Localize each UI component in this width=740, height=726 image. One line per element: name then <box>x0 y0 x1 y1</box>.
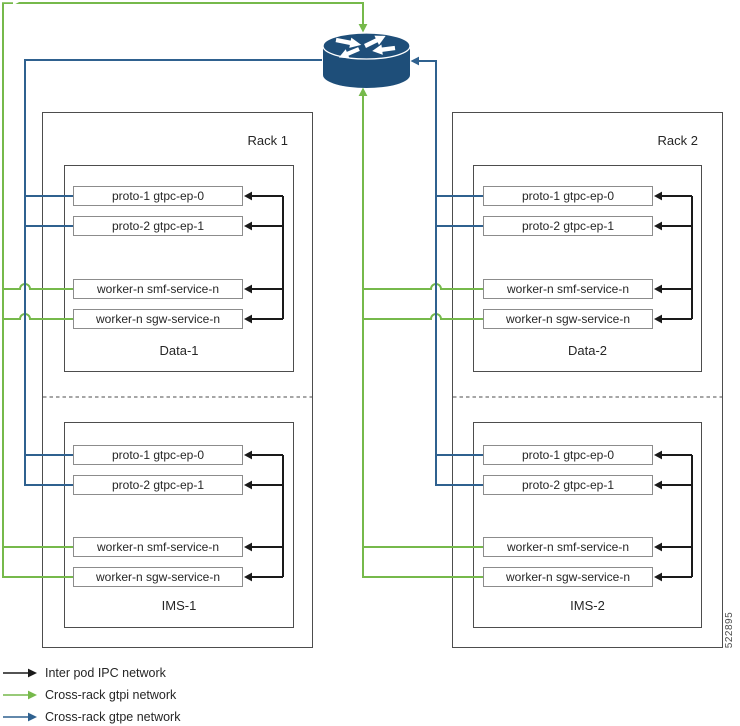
gtpi-legend-arrow-icon <box>28 690 37 700</box>
node-data1-sgw: worker-n sgw-service-n <box>73 309 243 329</box>
node-ims1-proto1: proto-1 gtpc-ep-0 <box>73 445 243 465</box>
ipc-legend-arrow-icon <box>28 668 37 678</box>
node-data2-sgw: worker-n sgw-service-n <box>483 309 653 329</box>
rack-1-container: Rack 1 proto-1 gtpc-ep-0 proto-2 gtpc-ep… <box>42 112 313 648</box>
node-ims2-proto1: proto-1 gtpc-ep-0 <box>483 445 653 465</box>
gtpe-arrow-into-router-icon <box>410 56 419 66</box>
pod-ims-1-title: IMS-1 <box>161 598 197 613</box>
node-data1-smf: worker-n smf-service-n <box>73 279 243 299</box>
node-data2-smf: worker-n smf-service-n <box>483 279 653 299</box>
pod-data-2: proto-1 gtpc-ep-0 proto-2 gtpc-ep-1 work… <box>473 165 702 372</box>
pod-ims-2-title: IMS-2 <box>570 598 605 613</box>
pod-ims-1: proto-1 gtpc-ep-0 proto-2 gtpc-ep-1 work… <box>64 422 294 628</box>
node-ims1-smf: worker-n smf-service-n <box>73 537 243 557</box>
node-data1-proto1: proto-1 gtpc-ep-0 <box>73 186 243 206</box>
router-icon <box>0 0 411 88</box>
rack-2-title: Rack 2 <box>657 133 698 148</box>
node-data2-proto2: proto-2 gtpc-ep-1 <box>483 216 653 236</box>
node-ims1-sgw: worker-n sgw-service-n <box>73 567 243 587</box>
legend-item-ipc: Inter pod IPC network <box>45 666 166 680</box>
gtpi-arrow-into-router-bottom-icon <box>358 87 368 96</box>
node-data2-proto1: proto-1 gtpc-ep-0 <box>483 186 653 206</box>
pod-data-2-title: Data-2 <box>567 343 608 358</box>
pod-ims-2: proto-1 gtpc-ep-0 proto-2 gtpc-ep-1 work… <box>473 422 702 628</box>
legend-item-gtpe: Cross-rack gtpe network <box>45 710 181 724</box>
pod-data-1: proto-1 gtpc-ep-0 proto-2 gtpc-ep-1 work… <box>64 165 294 372</box>
gtpe-legend-arrow-icon <box>28 712 37 722</box>
pod-data-1-title: Data-1 <box>159 343 199 358</box>
figure-number: 522895 <box>724 611 735 649</box>
gtpi-arrow-into-router-top-icon <box>358 24 368 33</box>
legend-item-gtpi: Cross-rack gtpi network <box>45 688 177 702</box>
legend-arrows <box>3 668 37 722</box>
node-ims2-smf: worker-n smf-service-n <box>483 537 653 557</box>
rack-1-title: Rack 1 <box>247 133 288 148</box>
node-ims2-proto2: proto-2 gtpc-ep-1 <box>483 475 653 495</box>
rack-2-container: Rack 2 proto-1 gtpc-ep-0 proto-2 gtpc-ep… <box>452 112 723 648</box>
node-ims1-proto2: proto-2 gtpc-ep-1 <box>73 475 243 495</box>
node-ims2-sgw: worker-n sgw-service-n <box>483 567 653 587</box>
node-data1-proto2: proto-2 gtpc-ep-1 <box>73 216 243 236</box>
